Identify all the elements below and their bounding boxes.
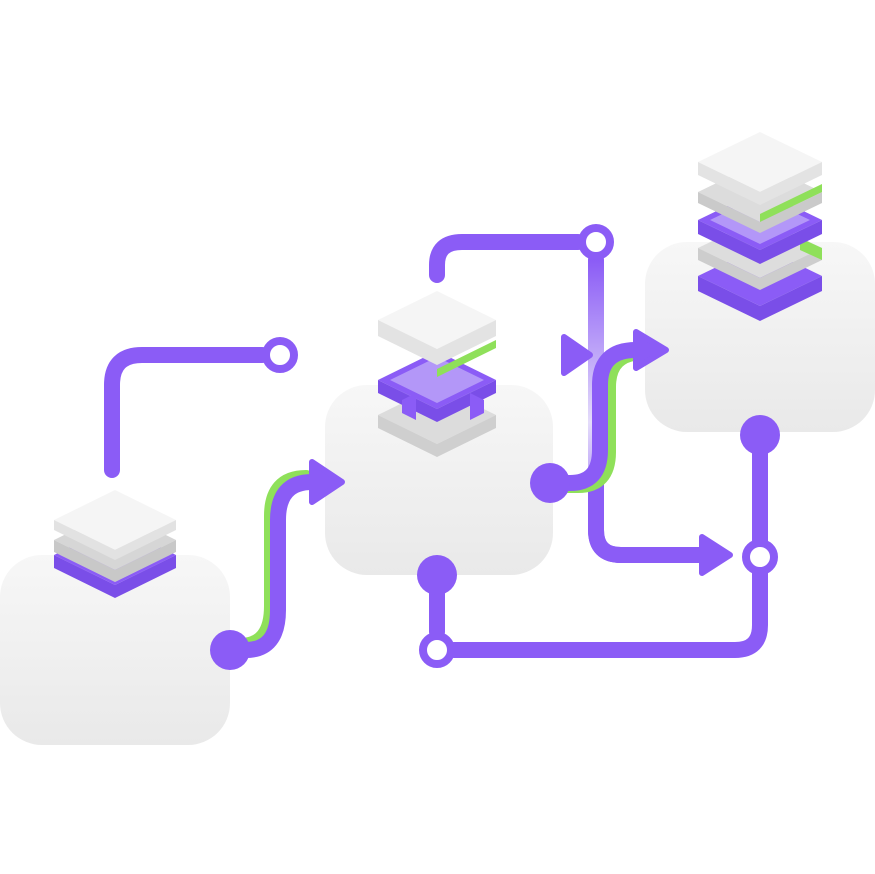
junction-bus <box>419 632 455 668</box>
dot-middle-right <box>530 463 570 503</box>
arrowhead-to-storage <box>633 329 669 371</box>
junction-top-left <box>262 337 298 373</box>
dot-middle-bottom <box>417 555 457 595</box>
dot-storage-bottom <box>740 415 780 455</box>
arrowhead-to-node3 <box>699 534 733 576</box>
line-curve-storage <box>544 342 644 491</box>
panel-source <box>0 555 230 745</box>
stack-middle <box>378 291 496 457</box>
stack-storage <box>698 132 822 321</box>
connections <box>104 234 768 658</box>
panel-middle <box>325 385 553 575</box>
line-bus <box>446 432 768 658</box>
junction-nodes <box>262 224 778 668</box>
line-source-curve-middle-shadow <box>218 470 314 654</box>
arrowhead-to-middle <box>309 459 345 505</box>
arrowheads <box>309 329 733 576</box>
endpoint-dots <box>210 415 780 670</box>
stack-source <box>54 490 176 598</box>
dot-source-out <box>210 630 250 670</box>
arrowhead-middle-to-storage <box>561 334 593 376</box>
line-node2-down-solid <box>588 462 713 563</box>
line-source-curve-middle <box>224 474 320 658</box>
junction-right <box>742 539 778 575</box>
line-middle-top <box>429 234 586 283</box>
junction-top-right <box>578 224 614 260</box>
line-source-up <box>104 347 270 478</box>
